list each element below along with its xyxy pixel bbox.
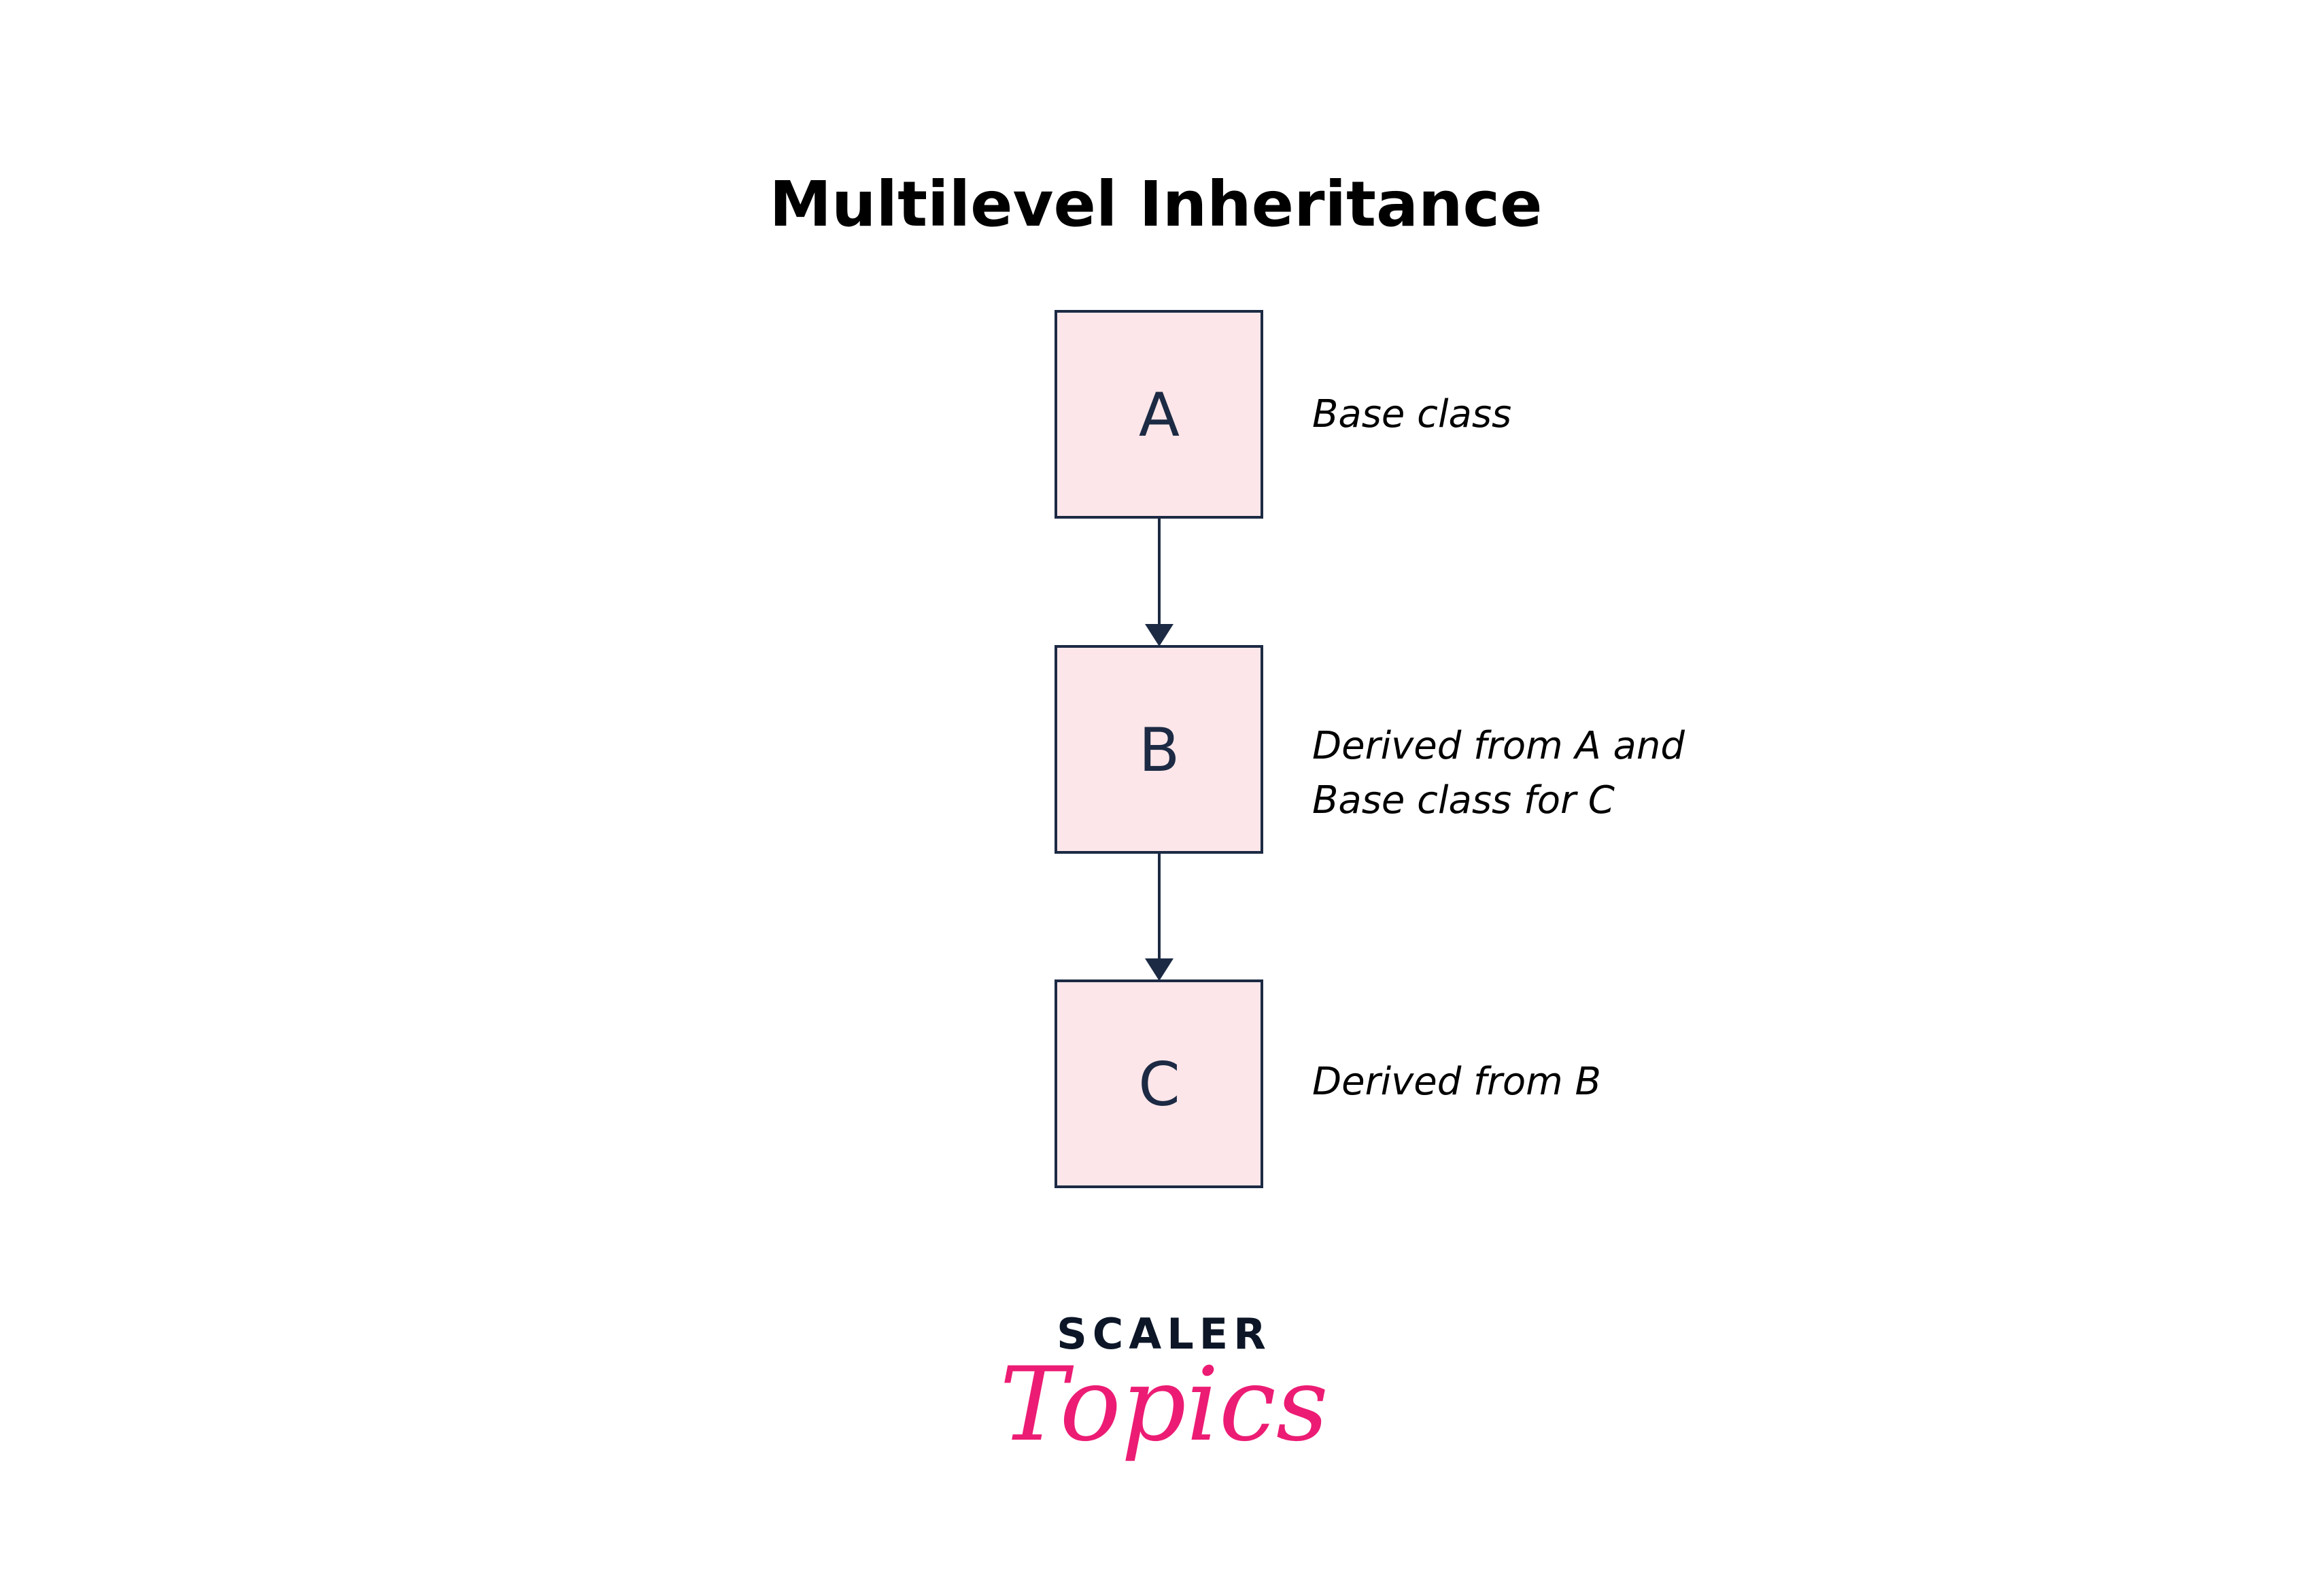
node-label: B — [1139, 715, 1180, 785]
node-a: A — [1055, 310, 1263, 519]
node-note: Base class — [1312, 392, 1511, 436]
edge-a-to-b — [1145, 517, 1173, 646]
node-note: Base class for C — [1312, 778, 1615, 822]
node-b: B — [1055, 645, 1263, 854]
arrowhead-icon — [1145, 624, 1173, 646]
node-c: C — [1055, 979, 1263, 1188]
node-note: Derived from A and — [1312, 724, 1685, 768]
node-label: C — [1138, 1049, 1180, 1120]
arrowhead-icon — [1145, 958, 1173, 981]
logo-line1: SCALER — [1057, 1309, 1271, 1359]
edge-b-to-c — [1145, 852, 1173, 981]
node-note: Derived from B — [1312, 1060, 1601, 1104]
node-label: A — [1139, 380, 1180, 450]
logo-line2: Topics — [999, 1346, 1329, 1464]
page-title: Multilevel Inheritance — [770, 168, 1543, 241]
scaler-topics-logo: SCALER Topics — [999, 1309, 1329, 1464]
